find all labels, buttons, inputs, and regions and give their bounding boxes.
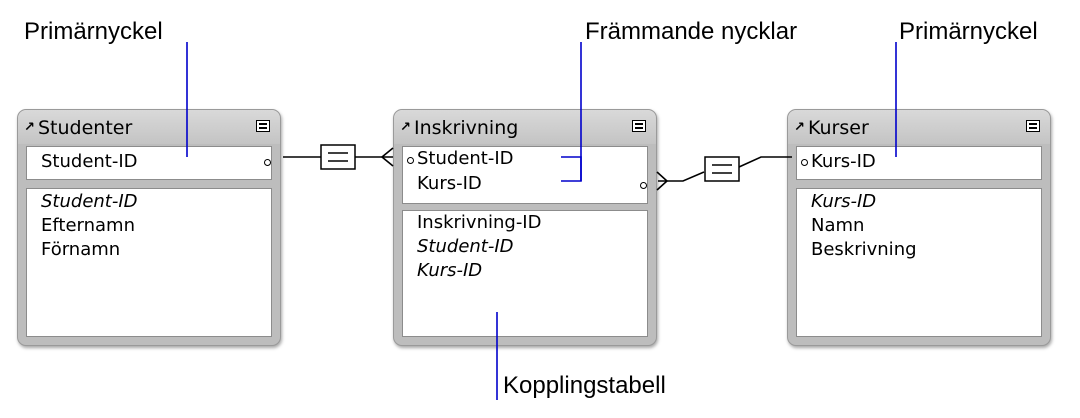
callout-primary-key-left: Primärnyckel — [24, 18, 163, 45]
relationship-students-enrollment[interactable] — [283, 147, 394, 167]
callout-foreign-keys: Främmande nycklar — [585, 18, 798, 45]
field-item[interactable]: Kurs-ID — [811, 191, 877, 212]
field-item[interactable]: Förnamn — [41, 239, 121, 260]
expand-arrow-icon[interactable]: ↗ — [400, 120, 411, 135]
callout-leader-lines — [186, 42, 897, 400]
collapse-icon[interactable] — [256, 120, 270, 132]
key-field[interactable]: Kurs-ID — [811, 151, 876, 172]
table-courses[interactable]: ↗ Kurser Kurs-ID Kurs-ID Namn Beskrivnin… — [787, 109, 1051, 346]
equals-operator-icon[interactable] — [320, 144, 356, 170]
expand-arrow-icon[interactable]: ↗ — [24, 120, 35, 135]
callout-junction-table: Kopplingstabell — [503, 372, 666, 399]
field-list-box: Kurs-ID Namn Beskrivning — [796, 188, 1042, 337]
key-field[interactable]: Student-ID — [417, 148, 514, 169]
table-enrollment[interactable]: ↗ Inskrivning Student-ID Kurs-ID Inskriv… — [393, 109, 657, 346]
field-list-box: Inskrivning-ID Student-ID Kurs-ID — [402, 210, 648, 337]
equals-operator-icon[interactable] — [704, 156, 740, 182]
field-item[interactable]: Inskrivning-ID — [417, 212, 542, 233]
field-item[interactable]: Efternamn — [41, 215, 135, 236]
table-header[interactable]: ↗ Kurser — [788, 110, 1050, 144]
key-connector-icon — [640, 182, 647, 189]
key-field[interactable]: Kurs-ID — [417, 173, 482, 194]
key-connector-icon — [407, 157, 414, 164]
key-connector-icon — [264, 159, 271, 166]
callout-primary-key-right: Primärnyckel — [899, 18, 1038, 45]
collapse-icon[interactable] — [1026, 120, 1040, 132]
expand-arrow-icon[interactable]: ↗ — [794, 120, 805, 135]
table-title: Inskrivning — [414, 117, 519, 139]
key-field[interactable]: Student-ID — [41, 151, 138, 172]
table-students[interactable]: ↗ Studenter Student-ID Student-ID Eftern… — [17, 109, 281, 346]
key-connector-icon — [801, 159, 808, 166]
table-title: Kurser — [808, 117, 869, 139]
collapse-icon[interactable] — [632, 120, 646, 132]
relationship-courses-enrollment[interactable] — [656, 156, 792, 191]
field-list-box: Student-ID Efternamn Förnamn — [26, 188, 272, 337]
key-fields-box: Kurs-ID — [796, 146, 1042, 180]
field-item[interactable]: Student-ID — [417, 236, 514, 257]
key-fields-box: Student-ID — [26, 146, 272, 180]
field-item[interactable]: Kurs-ID — [417, 260, 483, 281]
key-fields-box: Student-ID Kurs-ID — [402, 146, 648, 204]
field-item[interactable]: Namn — [811, 215, 865, 236]
field-item[interactable]: Student-ID — [41, 191, 138, 212]
table-header[interactable]: ↗ Inskrivning — [394, 110, 656, 144]
table-title: Studenter — [38, 117, 133, 139]
field-item[interactable]: Beskrivning — [811, 239, 917, 260]
table-header[interactable]: ↗ Studenter — [18, 110, 280, 144]
